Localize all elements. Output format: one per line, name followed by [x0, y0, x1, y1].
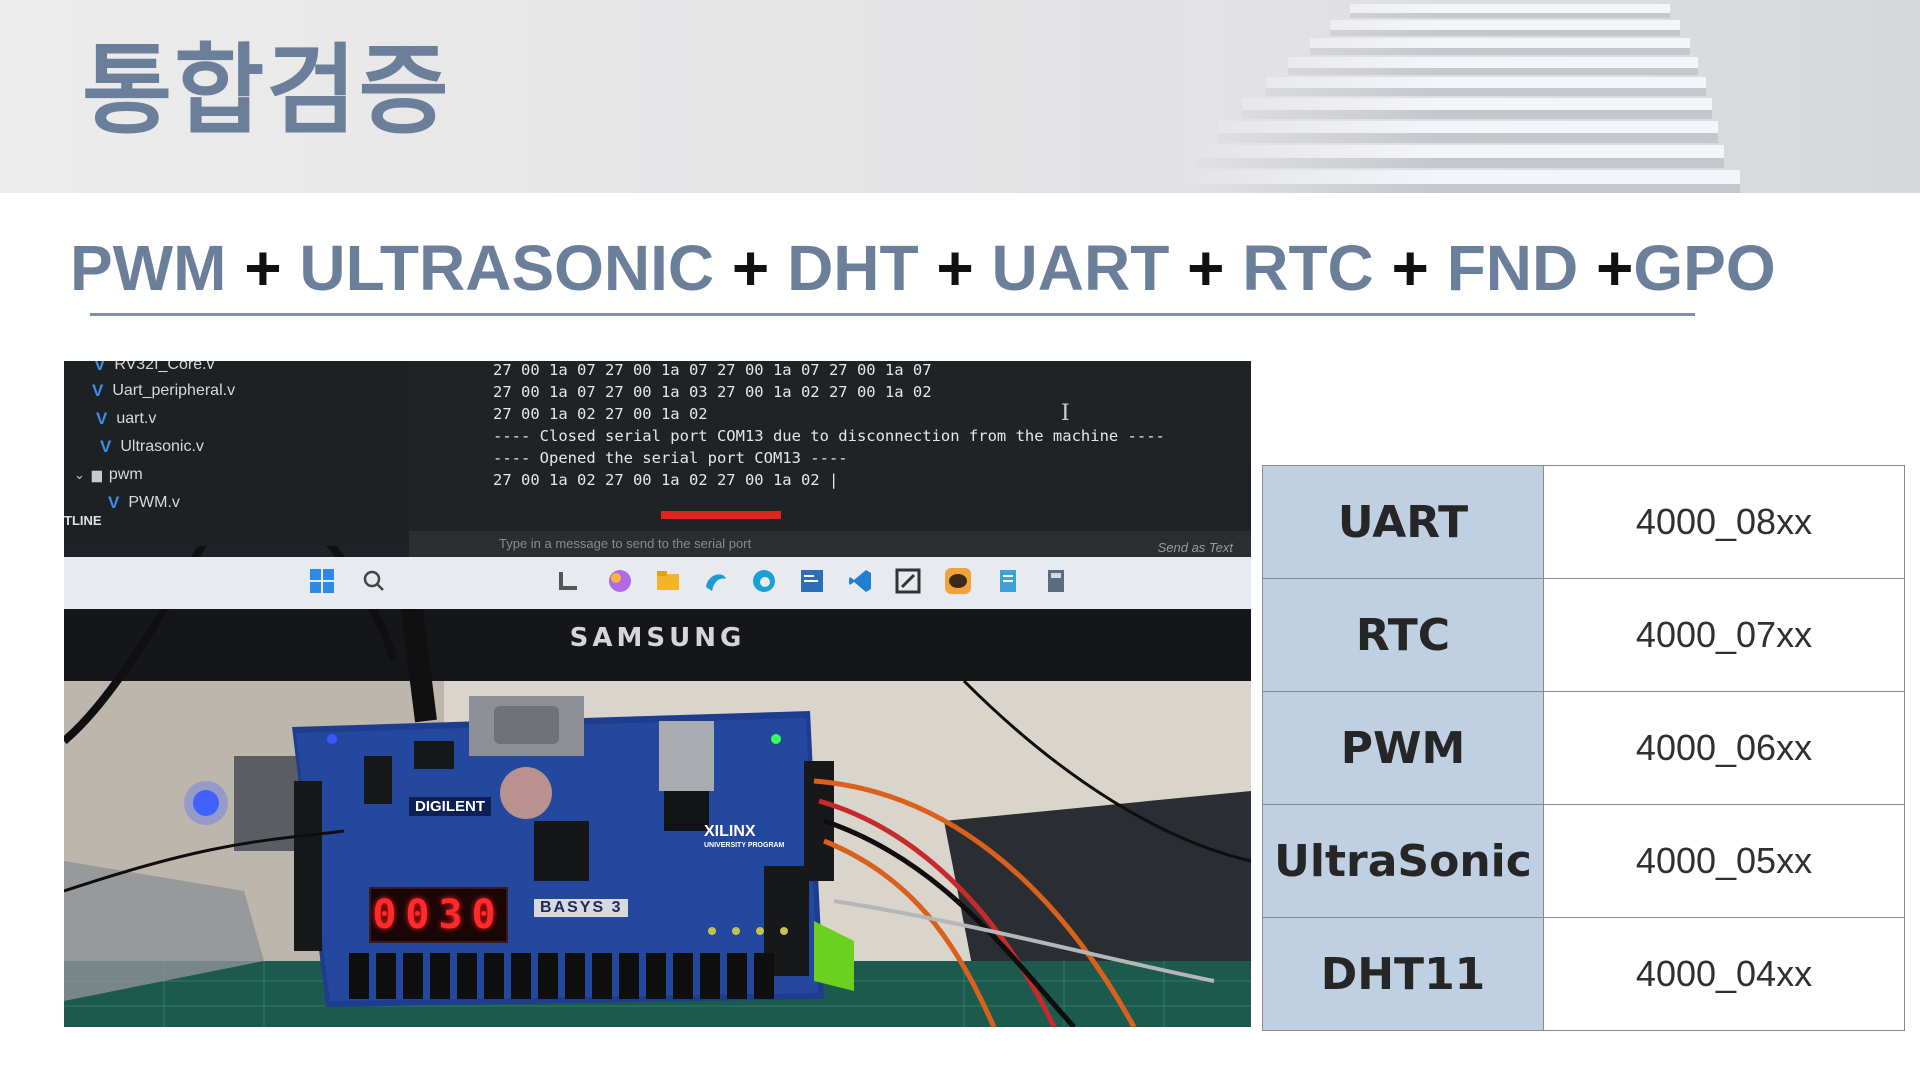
- table-row: UltraSonic 4000_05xx: [1262, 804, 1905, 918]
- stairs-background-image: [1180, 0, 1920, 193]
- tree-item[interactable]: V uart.v: [96, 407, 156, 431]
- page-title: 통합검증: [82, 34, 451, 148]
- serial-message-bar[interactable]: Type in a message to send to the serial …: [409, 531, 1251, 557]
- terminal-line: 27 00 1a 02 27 00 1a 02 27 00 1a 02 |: [493, 471, 839, 489]
- terminal-line: ---- Closed serial port COM13 due to dis…: [493, 427, 1165, 445]
- tree-item[interactable]: V Ultrasonic.v: [100, 435, 204, 459]
- send-mode-button[interactable]: Send as Text: [1157, 540, 1233, 555]
- windows-start-icon[interactable]: [308, 567, 336, 595]
- vivado-icon[interactable]: [894, 567, 922, 595]
- table-row: RTC 4000_07xx: [1262, 578, 1905, 692]
- verilog-icon: V: [96, 409, 108, 428]
- module-rtc: RTC: [1242, 232, 1374, 304]
- tree-item[interactable]: V Uart_peripheral.v: [92, 379, 235, 403]
- tree-item-label: Uart_peripheral.v: [112, 382, 236, 399]
- message-input-placeholder[interactable]: Type in a message to send to the serial …: [499, 536, 752, 551]
- notepad-icon[interactable]: [994, 567, 1022, 595]
- folder-icon: ▆: [91, 467, 102, 482]
- register-name: UART: [1262, 465, 1544, 579]
- module-ultrasonic: ULTRASONIC: [299, 232, 715, 304]
- tree-item-label: RV32I_Core.v: [114, 361, 215, 373]
- terminal-line: 27 00 1a 02 27 00 1a 02: [493, 405, 708, 423]
- seven-segment-display: 0030: [369, 887, 508, 943]
- register-name: UltraSonic: [1262, 804, 1544, 918]
- tree-item-folder[interactable]: ⌄ ▆ pwm: [74, 463, 143, 487]
- terminal-line: ---- Opened the serial port COM13 ----: [493, 449, 848, 467]
- board-partner-sublabel: UNIVERSITY PROGRAM: [704, 842, 785, 849]
- tree-item-label: uart.v: [116, 410, 157, 427]
- copilot-icon[interactable]: [606, 567, 634, 595]
- register-address: 4000_06xx: [1543, 691, 1905, 805]
- module-pwm: PWM: [70, 232, 227, 304]
- module-list-heading: PWM + ULTRASONIC + DHT + UART + RTC + FN…: [70, 236, 1776, 300]
- header-band: 통합검증: [0, 0, 1920, 193]
- module-gpo: GPO: [1633, 232, 1776, 304]
- windows-taskbar: [64, 557, 1251, 609]
- verilog-icon: V: [94, 361, 106, 374]
- chevron-down-icon: ⌄: [74, 467, 85, 482]
- table-row: PWM 4000_06xx: [1262, 691, 1905, 805]
- module-fnd: FND: [1446, 232, 1579, 304]
- verilog-icon: V: [108, 493, 120, 512]
- tree-item-label: Ultrasonic.v: [120, 438, 204, 455]
- plus-sign: +: [1169, 232, 1243, 304]
- plus-sign: +: [226, 232, 300, 304]
- monitor-brand-logo: SAMSUNG: [569, 623, 746, 653]
- plus-sign: +: [1578, 232, 1634, 304]
- serial-terminal: 27 00 1a 07 27 00 1a 07 27 00 1a 07 27 0…: [409, 361, 1251, 531]
- tree-item-label: pwm: [108, 466, 143, 483]
- verification-photo: V RV32I_Core.v V Uart_peripheral.v V uar…: [64, 361, 1251, 1027]
- kakaotalk-icon[interactable]: [944, 567, 972, 595]
- register-address: 4000_05xx: [1543, 804, 1905, 918]
- serial-terminal-icon[interactable]: [798, 567, 826, 595]
- register-name: RTC: [1262, 578, 1544, 692]
- plus-sign: +: [1373, 232, 1447, 304]
- tree-item-label: PWM.v: [128, 494, 180, 511]
- tree-item[interactable]: V PWM.v: [108, 491, 180, 515]
- edge-icon[interactable]: [750, 567, 778, 595]
- verilog-icon: V: [92, 381, 104, 400]
- module-dht: DHT: [787, 232, 919, 304]
- board-brand-label: DIGILENT: [409, 797, 491, 816]
- highlight-underline: [661, 511, 781, 519]
- file-explorer-icon[interactable]: [654, 567, 682, 595]
- verilog-icon: V: [100, 437, 112, 456]
- register-name: PWM: [1262, 691, 1544, 805]
- text-cursor-icon: I: [1061, 401, 1070, 426]
- register-name: DHT11: [1262, 917, 1544, 1031]
- plus-sign: +: [714, 232, 788, 304]
- board-model-label: BASYS 3: [534, 899, 629, 917]
- register-address: 4000_08xx: [1543, 465, 1905, 579]
- browser-icon[interactable]: [702, 567, 730, 595]
- board-partner-label: XILINX: [704, 823, 756, 840]
- task-view-icon[interactable]: [554, 567, 582, 595]
- search-icon[interactable]: [360, 567, 388, 595]
- table-row: UART 4000_08xx: [1262, 465, 1905, 579]
- table-row: DHT11 4000_04xx: [1262, 917, 1905, 1031]
- outline-section-label[interactable]: TLINE: [64, 513, 102, 528]
- module-uart: UART: [991, 232, 1170, 304]
- heading-underline: [90, 313, 1695, 316]
- plus-sign: +: [918, 232, 992, 304]
- file-explorer-panel: V RV32I_Core.v V Uart_peripheral.v V uar…: [64, 361, 409, 546]
- terminal-line: 27 00 1a 07 27 00 1a 03 27 00 1a 02 27 0…: [493, 383, 932, 401]
- register-address: 4000_07xx: [1543, 578, 1905, 692]
- terminal-line: 27 00 1a 07 27 00 1a 07 27 00 1a 07 27 0…: [493, 361, 932, 379]
- register-address: 4000_04xx: [1543, 917, 1905, 1031]
- vscode-icon[interactable]: [846, 567, 874, 595]
- register-map-table: UART 4000_08xx RTC 4000_07xx PWM 4000_06…: [1262, 465, 1905, 1031]
- tree-item[interactable]: V RV32I_Core.v: [94, 361, 215, 377]
- calculator-icon[interactable]: [1042, 567, 1070, 595]
